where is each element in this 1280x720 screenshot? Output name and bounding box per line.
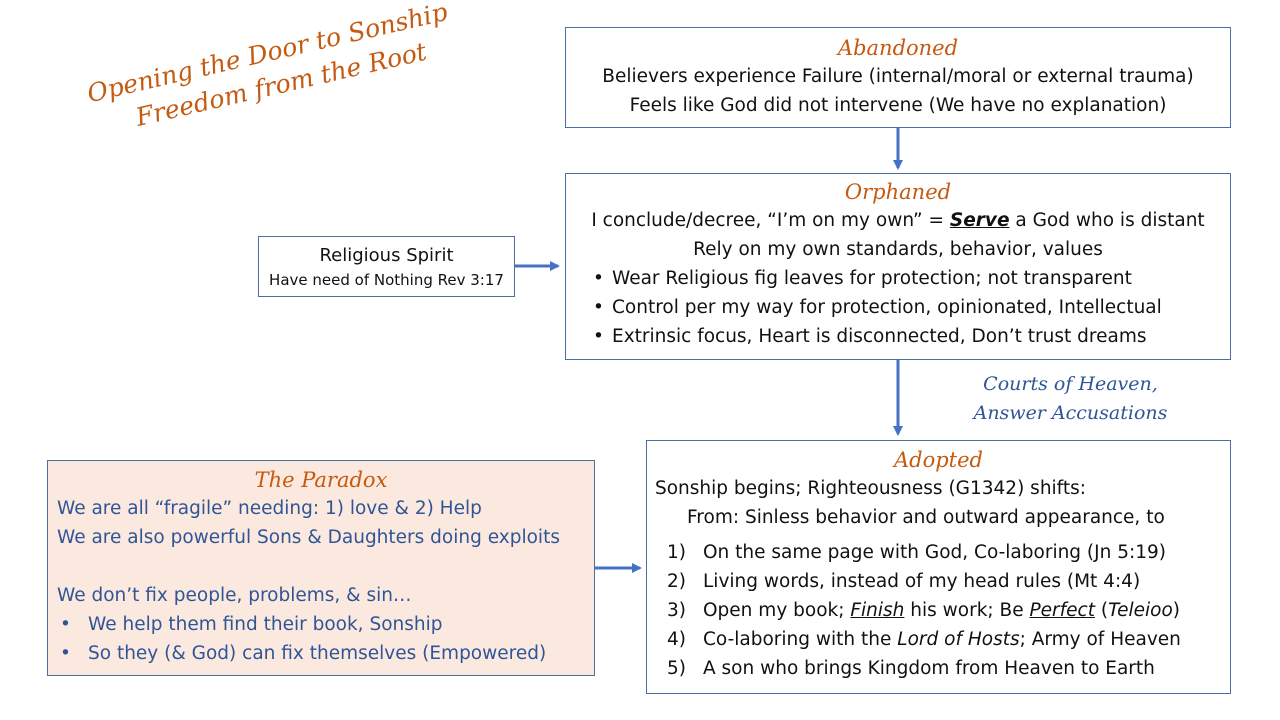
orphaned-box: Orphaned I conclude/decree, “I’m on my o… — [565, 173, 1231, 360]
paradox-bullets: We help them find their book, Sonship So… — [48, 610, 594, 668]
orphaned-line-1-suffix: a God who is distant — [1009, 210, 1205, 231]
item-number: 3) — [667, 600, 686, 621]
item-number: 1) — [667, 542, 686, 563]
orphaned-line-1-emphasis: Serve — [949, 210, 1010, 231]
item-text: Open my book; — [703, 600, 851, 621]
item-text: ( — [1094, 600, 1109, 621]
orphaned-heading: Orphaned — [844, 180, 952, 204]
paradox-box: The Paradox We are all “fragile” needing… — [47, 460, 595, 676]
adopted-box: Adopted Sonship begins; Righteousness (G… — [646, 440, 1231, 694]
religious-spirit-title: Religious Spirit — [319, 245, 454, 266]
courts-note: Courts of Heaven, Answer Accusations — [958, 370, 1183, 428]
religious-spirit-subtitle: Have need of Nothing Rev 3:17 — [269, 271, 504, 289]
adopted-intro: Sonship begins; Righteousness (G1342) sh… — [655, 478, 1086, 499]
item-text: A son who brings Kingdom from Heaven to … — [703, 658, 1155, 679]
item-emphasis-perfect: Perfect — [1029, 600, 1095, 621]
paradox-spacer — [48, 552, 594, 581]
paradox-bullet: We help them find their book, Sonship — [60, 610, 594, 639]
adopted-item: 3) Open my book; Finish his work; Be Perf… — [647, 596, 1230, 625]
item-number: 2) — [667, 571, 686, 592]
abandoned-line-1: Believers experience Failure (internal/m… — [602, 66, 1194, 87]
item-text: ) — [1172, 600, 1180, 621]
orphaned-line-1: I conclude/decree, “I’m on my own” = Ser… — [566, 206, 1230, 235]
orphaned-line-1-prefix: I conclude/decree, “I’m on my own” = — [591, 210, 950, 231]
abandoned-heading: Abandoned — [837, 36, 959, 60]
adopted-from-line: From: Sinless behavior and outward appea… — [687, 507, 1165, 528]
abandoned-box: Abandoned Believers experience Failure (… — [565, 27, 1231, 128]
item-text: On the same page with God, Co-laboring (… — [703, 542, 1166, 563]
paradox-line-3: We don’t fix people, problems, & sin… — [57, 585, 412, 606]
religious-spirit-box: Religious Spirit Have need of Nothing Re… — [258, 236, 515, 297]
item-emphasis-teleioo: Teleioo — [1108, 600, 1173, 621]
item-text: Living words, instead of my head rules (… — [703, 571, 1141, 592]
adopted-item: 2) Living words, instead of my head rules… — [647, 567, 1230, 596]
adopted-item: 1) On the same page with God, Co-laboring… — [647, 538, 1230, 567]
paradox-bullet: So they (& God) can fix themselves (Empo… — [60, 639, 594, 668]
orphaned-bullet: Extrinsic focus, Heart is disconnected, … — [593, 322, 1230, 351]
item-number: 5) — [667, 658, 686, 679]
orphaned-bullet: Control per my way for protection, opini… — [593, 293, 1230, 322]
adopted-item: 5) A son who brings Kingdom from Heaven t… — [647, 654, 1230, 683]
paradox-heading: The Paradox — [254, 468, 388, 492]
item-text: ; Army of Heaven — [1019, 629, 1181, 650]
courts-note-line-2: Answer Accusations — [973, 402, 1168, 424]
orphaned-line-2: Rely on my own standards, behavior, valu… — [693, 239, 1103, 260]
paradox-line-1: We are all “fragile” needing: 1) love & … — [57, 498, 482, 519]
item-text: his work; Be — [904, 600, 1030, 621]
item-emphasis-lord: Lord of Hosts — [897, 629, 1020, 650]
orphaned-bullet: Wear Religious fig leaves for protection… — [593, 264, 1230, 293]
adopted-list: 1) On the same page with God, Co-laboring… — [647, 538, 1230, 683]
item-number: 4) — [667, 629, 686, 650]
abandoned-line-2: Feels like God did not intervene (We hav… — [629, 95, 1167, 116]
paradox-line-2: We are also powerful Sons & Daughters do… — [57, 527, 560, 548]
courts-note-line-1: Courts of Heaven, — [983, 373, 1158, 395]
adopted-item: 4) Co-laboring with the Lord of Hosts; Ar… — [647, 625, 1230, 654]
item-emphasis-finish: Finish — [850, 600, 905, 621]
item-text: Co-laboring with the — [703, 629, 898, 650]
adopted-heading: Adopted — [893, 448, 983, 472]
orphaned-bullets: Wear Religious fig leaves for protection… — [566, 264, 1230, 351]
